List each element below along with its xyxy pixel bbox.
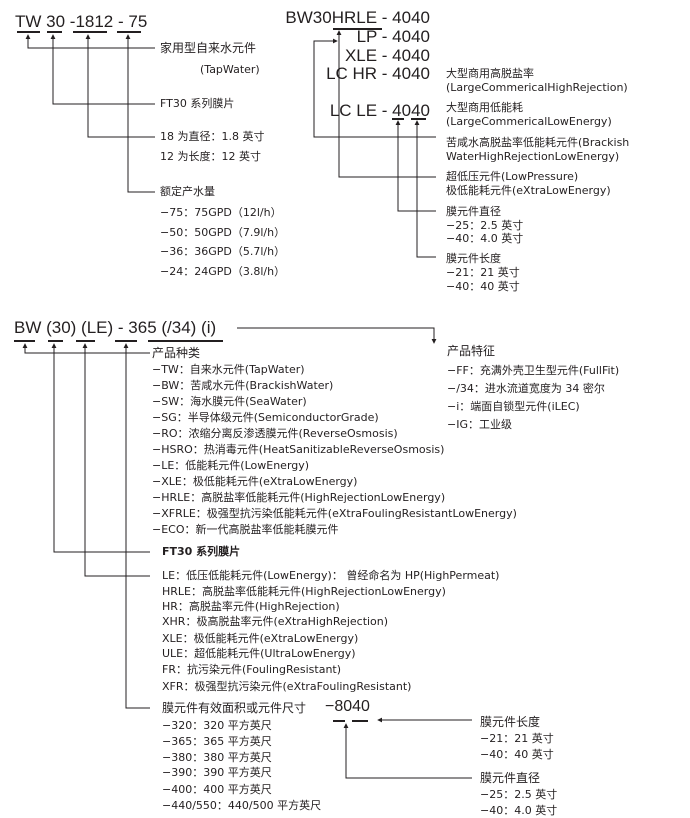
size-code: −8040 xyxy=(325,698,370,715)
lchr-label: 大型商用高脱盐率 xyxy=(446,67,534,80)
lcle-label: 大型商用低能耗 xyxy=(446,101,523,114)
bw-code: LC LE - 4040 xyxy=(329,101,430,120)
product-type-item: −XLE：极低能耗元件(eXtraLowEnergy) xyxy=(152,475,358,488)
product-feature-item: −IG：工业级 xyxy=(447,418,512,431)
bw-length-item: −21：21 英寸 xyxy=(446,266,520,279)
gen-length-item: −21：21 英寸 xyxy=(480,732,554,745)
brackish-en: WaterHighRejectionLowEnergy) xyxy=(446,150,620,163)
product-feature-label: 产品特征 xyxy=(447,344,496,358)
bw-code: XLE - 4040 xyxy=(344,46,430,65)
product-feature-item: −i：端面自锁型元件(iLEC) xyxy=(447,400,580,413)
product-type-item: −LE：低能耗元件(LowEnergy) xyxy=(152,459,310,472)
tw-flow-item: −24：24GPD（3.8l/h） xyxy=(160,265,286,278)
bw-length-label: 膜元件长度 xyxy=(446,252,501,265)
area-item: −320：320 平方英尺 xyxy=(162,719,272,732)
tw-diameter: 18 为直径：1.8 英寸 xyxy=(160,130,265,143)
bw-diameter-item: −25：2.5 英寸 xyxy=(446,219,524,232)
variant-item: XLE：极低能耗元件(eXtraLowEnergy) xyxy=(162,632,359,645)
general-model-code: BW (30) (LE) - 365 (/34) (i) xyxy=(14,318,217,337)
variant-item: ULE：超低能耗元件(UltraLowEnergy) xyxy=(162,647,356,660)
area-item: −400：400 平方英尺 xyxy=(162,783,272,796)
product-type-item: −ECO：新一代高脱盐率低能耗膜元件 xyxy=(152,523,339,536)
gen-length-label: 膜元件长度 xyxy=(480,715,541,729)
tw-flow-label: 额定产水量 xyxy=(160,185,215,198)
tw-flow-item: −50：50GPD（7.9l/h） xyxy=(160,226,286,239)
general-series: FT30 系列膜片 xyxy=(162,545,241,558)
variant-item: HRLE：高脱盐率低能耗元件(HighRejectionLowEnergy) xyxy=(162,585,446,598)
brackish-label: 苦咸水高脱盐率低能耗元件(Brackish xyxy=(446,136,630,149)
gen-diameter-label: 膜元件直径 xyxy=(480,771,541,785)
tw-series: FT30 系列膜片 xyxy=(160,97,235,110)
lcle-en: (LargeCommericalLowEnergy) xyxy=(446,115,612,128)
tw-type-en: (TapWater) xyxy=(200,63,260,76)
variant-item: FR：抗污染元件(FoulingResistant) xyxy=(162,663,342,676)
product-type-item: −RO：浓缩分离反渗透膜元件(ReverseOsmosis) xyxy=(152,427,398,440)
tw-flow-item: −36：36GPD（5.7l/h） xyxy=(160,245,286,258)
lp-label: 超低压元件(LowPressure) xyxy=(446,170,579,183)
bw-length-item: −40：40 英寸 xyxy=(446,280,520,293)
bw-diameter-label: 膜元件直径 xyxy=(446,205,501,218)
gen-diameter-item: −40：4.0 英寸 xyxy=(480,804,558,817)
bw-code: LP - 4040 xyxy=(356,27,430,46)
product-type-item: −SG：半导体级元件(SemiconductorGrade) xyxy=(152,411,379,424)
area-item: −440/550：440/500 平方英尺 xyxy=(162,799,322,812)
tw-type-label: 家用型自来水元件 xyxy=(160,41,257,55)
area-item: −390：390 平方英尺 xyxy=(162,766,272,779)
product-type-label: 产品种类 xyxy=(152,346,201,360)
area-item: −380：380 平方英尺 xyxy=(162,751,272,764)
area-item: −365：365 平方英尺 xyxy=(162,735,272,748)
bw-code: BW30HRLE - 4040 xyxy=(285,8,430,27)
area-label: 膜元件有效面积或元件尺寸 xyxy=(162,701,307,715)
variant-item: HR：高脱盐率元件(HighRejection) xyxy=(162,600,340,613)
lchr-en: (LargeCommericalHighRejection) xyxy=(446,81,628,94)
product-feature-item: −/34：进水流道宽度为 34 密尔 xyxy=(447,382,605,395)
gen-length-item: −40：40 英寸 xyxy=(480,748,554,761)
product-type-item: −HSRO：热消毒元件(HeatSanitizableReverseOsmosi… xyxy=(152,443,445,456)
product-feature-item: −FF：充满外壳卫生型元件(FullFit) xyxy=(447,364,620,377)
product-type-item: −SW：海水膜元件(SeaWater) xyxy=(152,395,307,408)
product-type-item: −TW：自来水元件(TapWater) xyxy=(152,363,305,376)
variant-item: XHR：极高脱盐率元件(eXtraHighRejection) xyxy=(162,615,389,628)
variant-item: LE：低压低能耗元件(LowEnergy)： 曾经命名为 HP(HighPerm… xyxy=(162,569,500,582)
bw-diameter-item: −40：4.0 英寸 xyxy=(446,232,524,245)
variant-item: XFR：极强型抗污染元件(eXtraFoulingResistant) xyxy=(162,680,412,693)
gen-diameter-item: −25：2.5 英寸 xyxy=(480,788,558,801)
tw-flow-item: −75：75GPD（12l/h） xyxy=(160,206,282,219)
xle-label: 极低能耗元件(eXtraLowEnergy) xyxy=(446,184,611,197)
product-type-item: −BW：苦咸水元件(BrackishWater) xyxy=(152,379,334,392)
product-type-item: −HRLE：高脱盐率低能耗元件(HighRejectionLowEnergy) xyxy=(152,491,446,504)
product-type-item: −XFRLE：极强型抗污染低能耗元件(eXtraFoulingResistant… xyxy=(152,507,517,520)
tw-model-code: TW 30 -1812 - 75 xyxy=(15,12,148,31)
tw-length: 12 为长度：12 英寸 xyxy=(160,150,261,163)
bw-code: LC HR - 4040 xyxy=(326,64,430,83)
